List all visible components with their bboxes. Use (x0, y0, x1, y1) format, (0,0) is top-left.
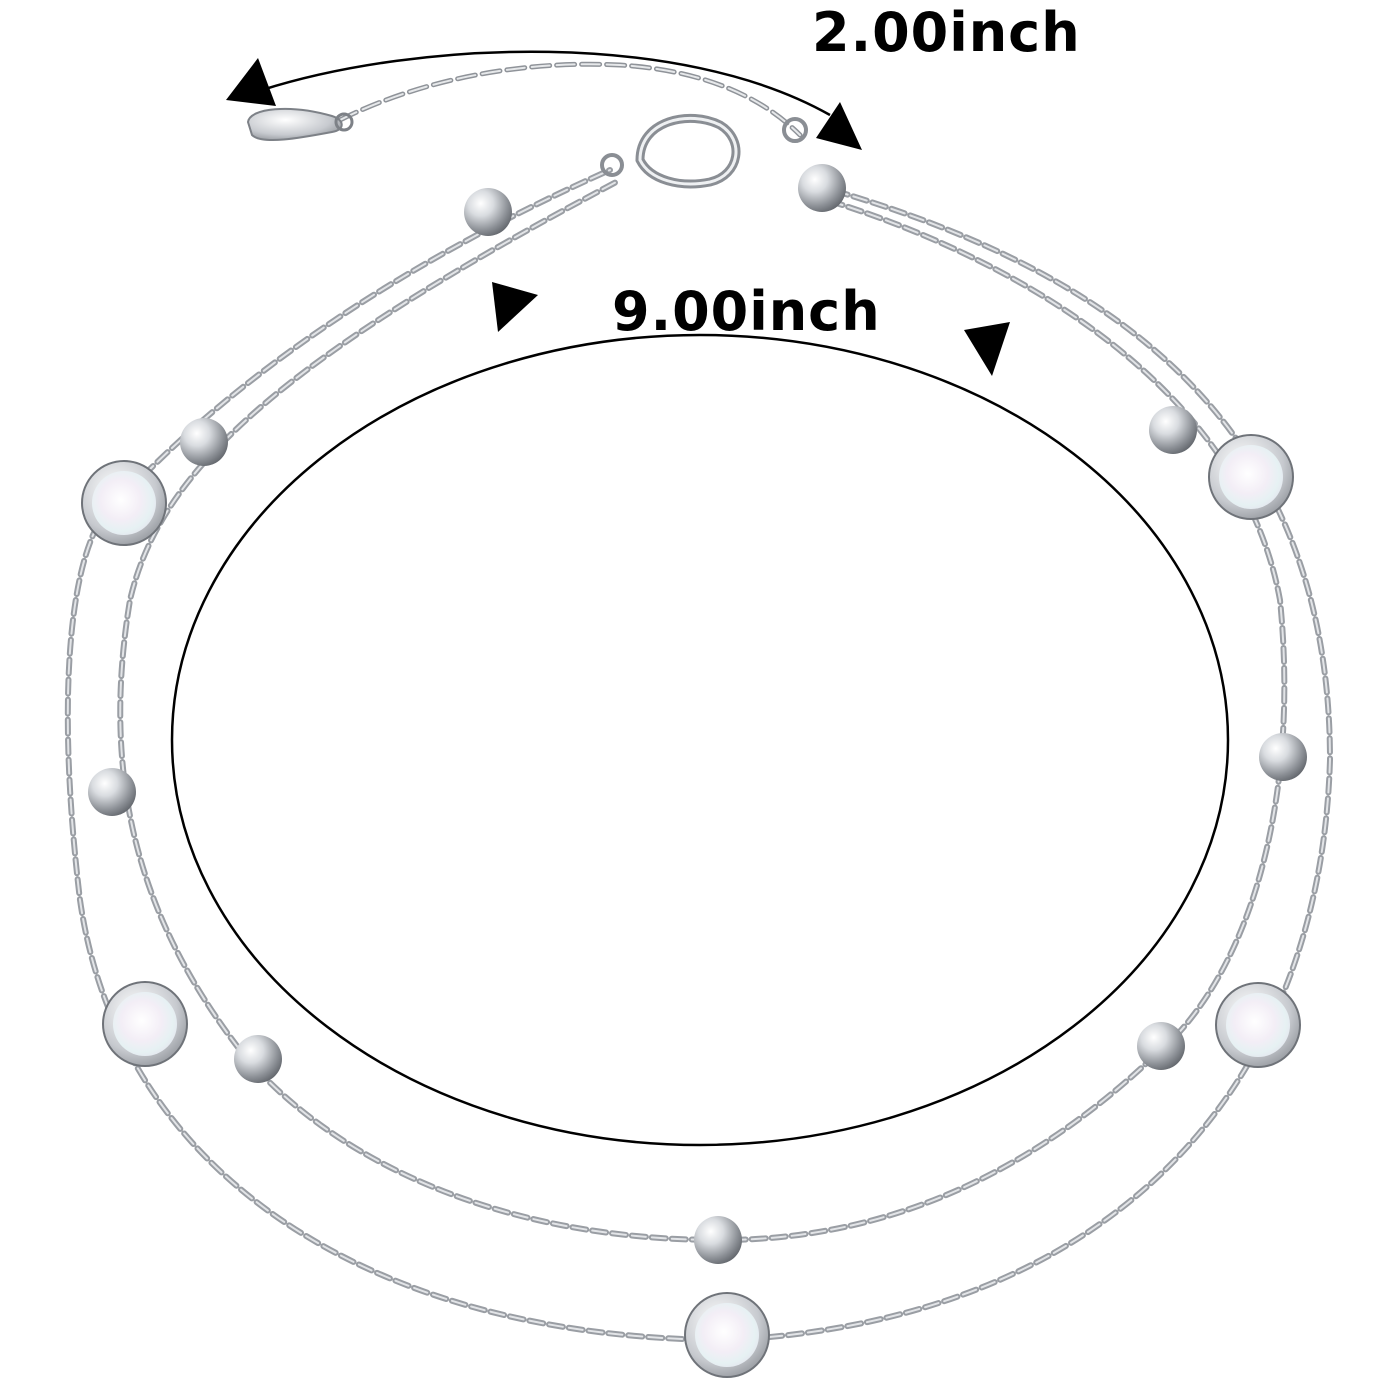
opal-stones (81, 434, 1301, 1378)
silver-bead (1137, 1022, 1185, 1070)
extension-arrow-line (261, 50, 831, 117)
opal-stone (684, 1292, 770, 1378)
opal-stone (1215, 982, 1301, 1068)
arrow-head-left-icon (226, 58, 276, 106)
teardrop-charm (246, 107, 343, 141)
silver-bead (88, 768, 136, 816)
silver-bead (1149, 406, 1197, 454)
silver-bead (180, 418, 228, 466)
opal-stone (1208, 434, 1294, 520)
jump-ring (782, 117, 808, 143)
arrow-head-right-icon (816, 102, 862, 150)
lobster-clasp (600, 114, 741, 189)
opal-stone (102, 981, 188, 1067)
silver-beads (88, 164, 1307, 1264)
silver-bead (234, 1035, 282, 1083)
length-guide-circle (170, 333, 1230, 1147)
silver-bead (694, 1216, 742, 1264)
silver-bead (464, 188, 512, 236)
outer-chain-strand (64, 167, 1334, 1344)
arrow-head-upper-left-icon (492, 282, 538, 332)
extension-length-label: 2.00inch (812, 1, 1081, 64)
silver-bead (1259, 733, 1307, 781)
arrow-head-upper-right-icon (964, 322, 1010, 376)
opal-stone (81, 460, 167, 546)
bracelet-length-label: 9.00inch (612, 280, 881, 343)
silver-bead (798, 164, 846, 212)
